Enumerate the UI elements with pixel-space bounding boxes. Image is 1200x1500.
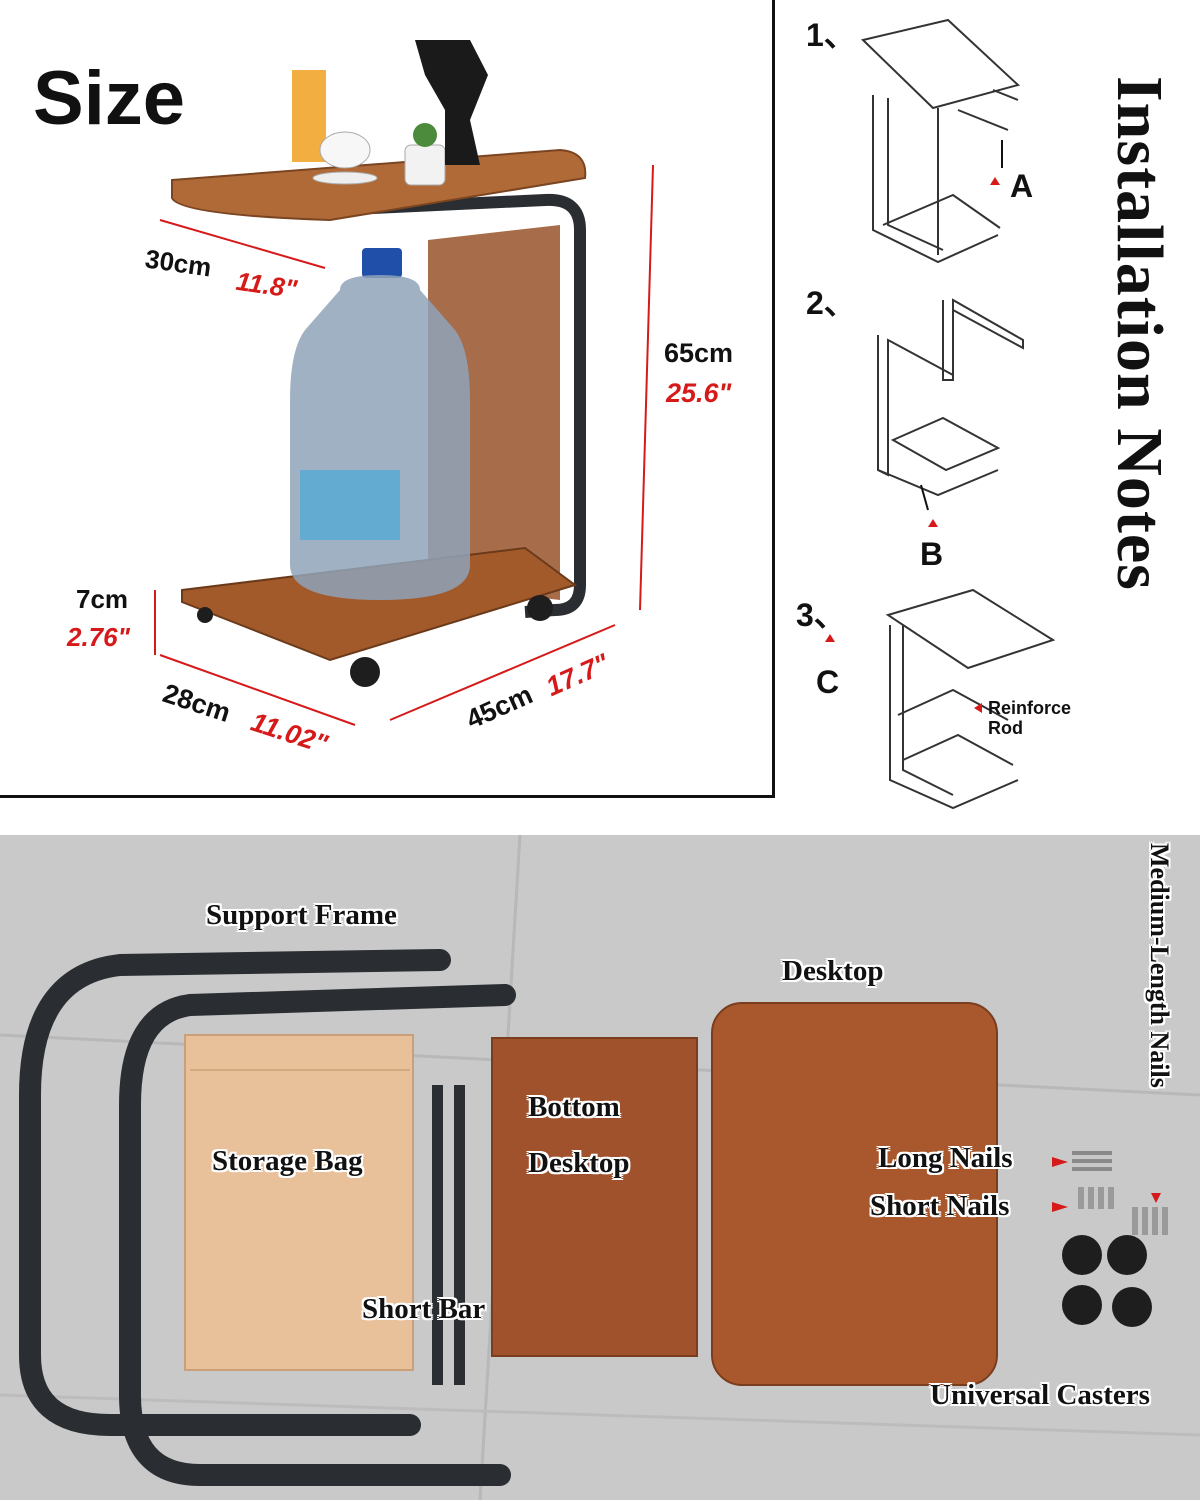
moka-pot <box>415 40 488 165</box>
universal-casters <box>1062 1235 1152 1327</box>
support-frame-2 <box>119 984 516 1486</box>
caster-3 <box>197 607 213 623</box>
installation-diagrams <box>825 18 1056 810</box>
short-nails-label: Short Nails <box>870 1190 1010 1222</box>
support-frame-1 <box>19 949 451 1436</box>
step1-diagram <box>860 18 1021 264</box>
caster-2 <box>527 595 553 621</box>
label-b: B <box>920 536 944 572</box>
parts-photo <box>0 835 1200 1500</box>
support-frame-label: Support Frame <box>206 899 397 931</box>
label-c: C <box>816 664 840 700</box>
bottom-desktop <box>491 1037 698 1357</box>
size-title: Size <box>33 56 186 141</box>
short-bar-label: Short Bar <box>362 1293 486 1325</box>
depth-arrow <box>159 654 356 726</box>
short-bar-1 <box>432 1085 443 1385</box>
storage-bag-label: Storage Bag <box>212 1145 363 1177</box>
installation-title: Installation Notes <box>1103 76 1176 591</box>
medium-nails-label-box: Medium-Length Nails <box>1140 843 1180 1165</box>
bottom-desktop-label-line2: Desktop <box>528 1147 630 1179</box>
clearance-in: 2.76" <box>67 622 130 652</box>
long-nails <box>1072 1151 1112 1171</box>
caster-1 <box>350 657 380 687</box>
universal-casters-label: Universal Casters <box>930 1379 1150 1411</box>
reinforce-rod-label: Reinforce Rod <box>988 698 1072 738</box>
desktop <box>711 1002 998 1386</box>
step3-diagram <box>885 588 1056 810</box>
parts-panel: Support Frame Desktop Storage Bag Bottom… <box>0 835 1200 1500</box>
installation-title-box: Installation Notes <box>1100 76 1190 666</box>
width-arrow <box>159 219 326 269</box>
bottom-desktop-label-line1: Bottom <box>528 1091 620 1123</box>
step1-number: 1、 <box>806 17 856 53</box>
clearance-cm: 7cm <box>76 584 129 614</box>
medium-nails-label: Medium-Length Nails <box>1145 843 1174 1088</box>
step2-diagram <box>877 298 1024 497</box>
frame-tube <box>329 193 586 618</box>
height-arrow <box>639 164 654 611</box>
coffee-cup <box>319 131 371 169</box>
bottle-cap <box>362 248 402 278</box>
long-nails-label: Long Nails <box>878 1142 1013 1174</box>
installation-panel: 1、 2、 3、 A B C Reinforce Rod Installatio… <box>778 0 1200 830</box>
bottle-label <box>300 470 400 540</box>
plant-pot <box>404 144 446 186</box>
step2-number: 2、 <box>806 285 856 321</box>
desktop-label: Desktop <box>782 955 884 987</box>
step3-number: 3、 <box>796 597 846 633</box>
top-board <box>171 148 587 222</box>
short-bar-2 <box>454 1085 465 1385</box>
size-panel: Size 30cm 11.8" 65cm 25.6" 7cm 2. <box>0 0 775 798</box>
length-arrow <box>389 624 616 721</box>
water-bottle <box>290 275 470 600</box>
short-nails <box>1078 1187 1114 1209</box>
side-table-illustration <box>154 40 654 726</box>
plant <box>413 123 437 147</box>
storage-bag <box>184 1034 414 1371</box>
label-a: A <box>1010 168 1034 204</box>
height-cm: 65cm <box>664 338 734 368</box>
medium-nails <box>1132 1207 1168 1235</box>
height-in: 25.6" <box>666 378 732 408</box>
